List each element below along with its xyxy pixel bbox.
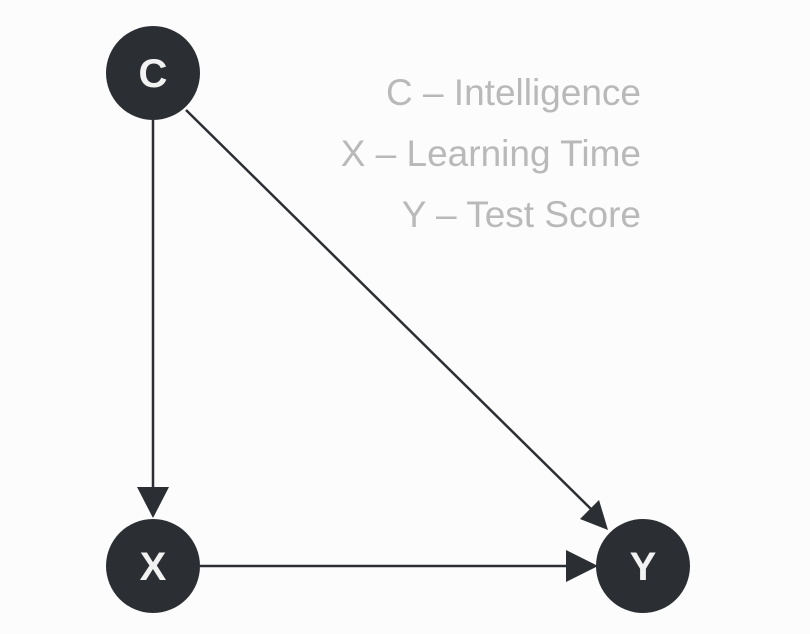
arrowhead-x-to-y	[566, 550, 598, 582]
arrowhead-c-to-y	[580, 500, 608, 530]
arrowhead-c-to-x	[137, 487, 169, 518]
node-c-label: C	[139, 52, 168, 96]
legend-line-y: Y – Test Score	[402, 194, 641, 235]
node-c: C	[106, 26, 200, 120]
node-y: Y	[596, 519, 690, 613]
node-x-label: X	[140, 545, 167, 589]
legend-line-x: X – Learning Time	[341, 133, 641, 174]
node-y-label: Y	[630, 545, 657, 589]
legend: C – Intelligence X – Learning Time Y – T…	[341, 72, 641, 235]
edge-x-to-y	[200, 550, 598, 582]
edge-c-to-x	[137, 120, 169, 518]
edge-c-to-y	[185, 109, 608, 530]
node-x: X	[106, 519, 200, 613]
legend-line-c: C – Intelligence	[386, 72, 641, 113]
